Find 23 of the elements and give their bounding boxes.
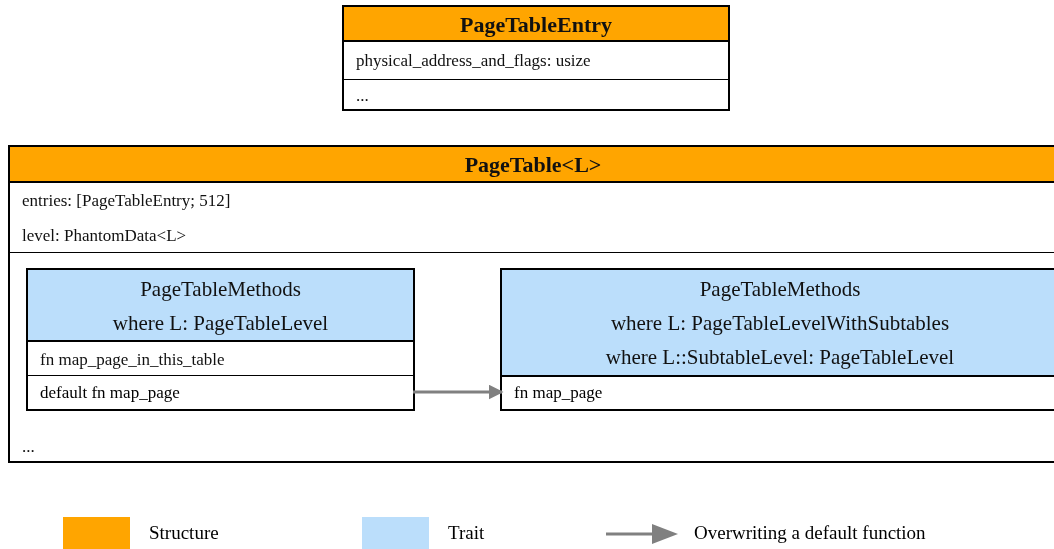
legend-text: Overwriting a default function [694, 522, 926, 544]
struct-box [342, 5, 730, 111]
trait-name: PageTableMethods [140, 277, 301, 301]
ellipsis-text: ... [356, 85, 369, 107]
struct-name: PageTable<L> [464, 152, 602, 177]
where-clause: where L: PageTableLevel [112, 311, 329, 335]
method-row: fn map_page [502, 375, 1054, 409]
ellipsis-text: ... [22, 436, 35, 458]
legend-text: Structure [149, 522, 219, 544]
field-text: level: PhantomData<L> [22, 224, 187, 247]
method-row: default fn map_page [28, 375, 413, 409]
arrow [413, 384, 504, 400]
where-clause: where L::SubtableLevel: PageTableLevel [605, 345, 955, 369]
struct-name: PageTableEntry [460, 12, 612, 37]
legend-text: Trait [448, 522, 485, 544]
struct-box [8, 145, 1054, 463]
field-text: entries: [PageTableEntry; 512] [22, 190, 231, 212]
trait-box [500, 268, 1054, 411]
where-clause: where L: PageTableLevelWithSubtables [610, 311, 950, 335]
field-text: physical_address_and_flags: usize [356, 49, 591, 72]
trait-box [26, 268, 415, 411]
method-text: fn map_page_in_this_table [40, 349, 225, 371]
trait-name: PageTableMethods [699, 277, 861, 301]
